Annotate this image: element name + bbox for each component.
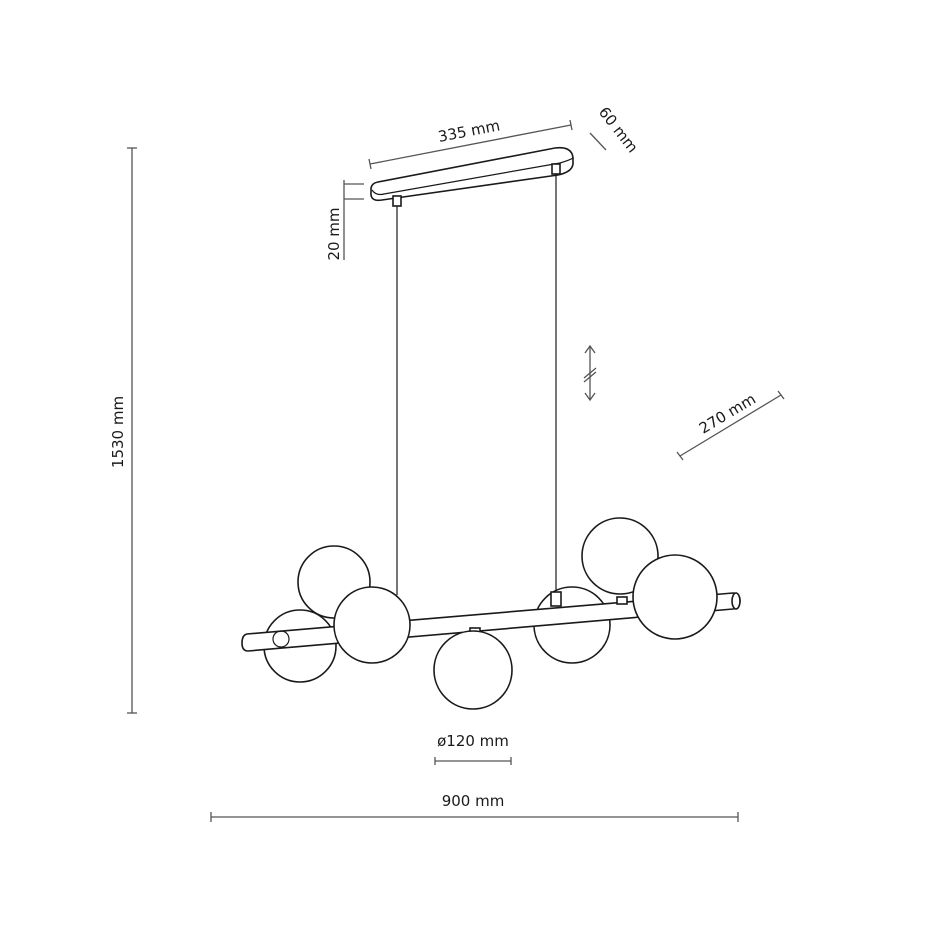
globe-diameter-dimension: ø120 mm [434, 732, 512, 765]
total-height-dimension: 1530 mm [109, 147, 137, 714]
socket-back-right [616, 596, 628, 605]
depth-dimension: 270 mm [676, 390, 785, 461]
globe-front-left [333, 586, 411, 664]
adjustable-height-arrow-icon [583, 344, 597, 402]
socket-left [272, 630, 290, 648]
canopy-height-label: 20 mm [325, 207, 343, 260]
total-height-label: 1530 mm [109, 396, 127, 468]
globe-front-right [632, 554, 718, 640]
cable-grip-right [551, 163, 561, 175]
canopy-length-label: 335 mm [437, 116, 502, 146]
globe-diameter-label: ø120 mm [437, 732, 509, 750]
cable-joint-right [550, 591, 562, 607]
globe-center-hanging [433, 630, 513, 710]
total-width-label: 900 mm [442, 792, 505, 810]
canopy-width-dimension: 60 mm [589, 103, 642, 156]
canopy-width-label: 60 mm [595, 103, 642, 156]
total-width-dimension: 900 mm [210, 792, 739, 822]
canopy-height-dimension: 20 mm [325, 180, 364, 261]
ceiling-canopy [370, 146, 574, 207]
cable-grip-left [392, 195, 402, 207]
